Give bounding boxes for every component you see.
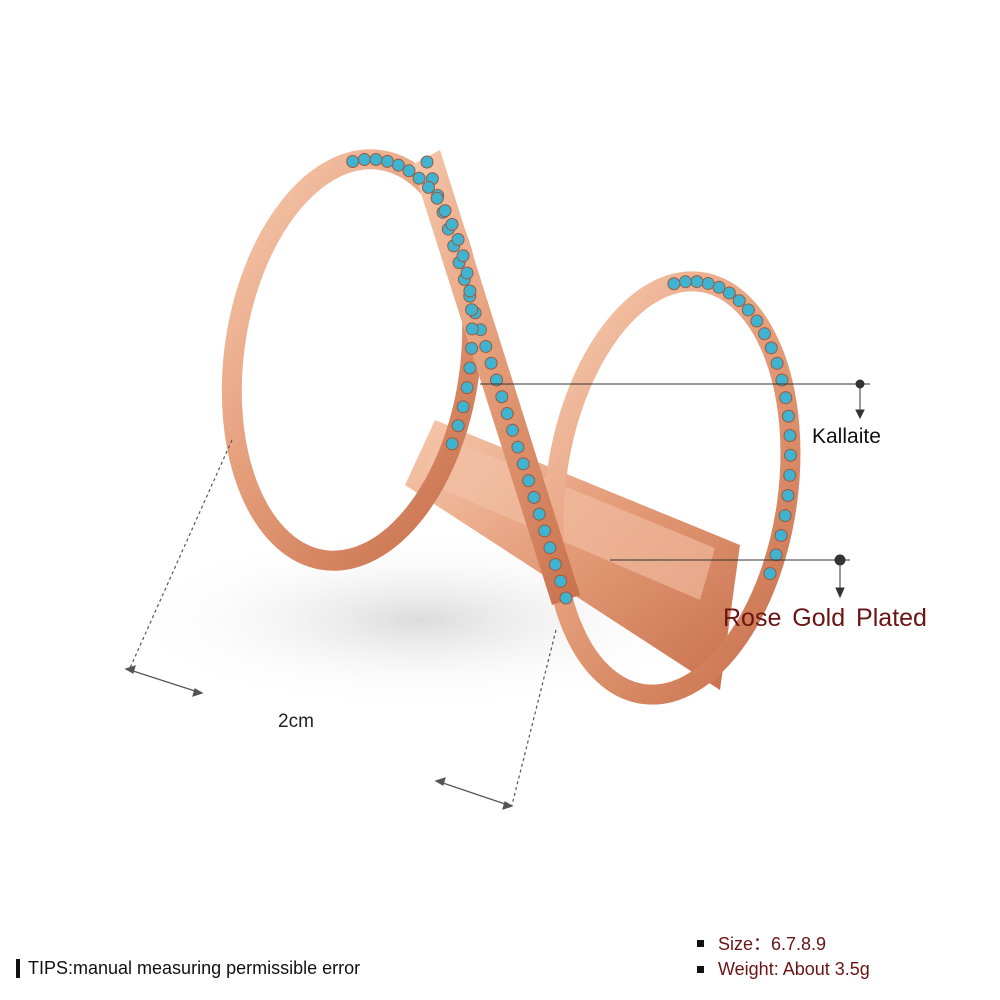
stone-dot bbox=[532, 507, 546, 521]
stone-dot bbox=[701, 276, 715, 290]
stone-dot bbox=[732, 294, 746, 308]
stone-dot bbox=[420, 155, 434, 169]
stone-dot bbox=[460, 381, 474, 395]
stone-dot bbox=[522, 474, 536, 488]
stone-dot bbox=[445, 437, 459, 451]
stone-dot bbox=[421, 180, 435, 194]
label-kallaite: Kallaite bbox=[812, 425, 881, 448]
stone-dot bbox=[778, 509, 792, 523]
stone-dot bbox=[460, 266, 474, 280]
stone-dot bbox=[438, 204, 452, 218]
stone-dot bbox=[722, 286, 736, 300]
stone-dot bbox=[346, 155, 360, 169]
stone-dot bbox=[490, 373, 503, 387]
tips-text: TIPS:manual measuring permissible error bbox=[28, 958, 361, 978]
spec-weight-text: Weight: About 3.5g bbox=[718, 959, 870, 979]
stone-dot bbox=[511, 440, 525, 454]
bullet-icon bbox=[697, 939, 704, 947]
stone-dot bbox=[775, 373, 789, 387]
stone-dot bbox=[500, 407, 514, 421]
stone-dot bbox=[763, 567, 777, 581]
stone-dot bbox=[506, 423, 520, 437]
stone-dot bbox=[769, 548, 783, 562]
stone-dot bbox=[781, 489, 795, 503]
stone-dot bbox=[764, 341, 778, 355]
stone-dot bbox=[445, 217, 459, 231]
stone-dot bbox=[543, 541, 557, 555]
stone-dot bbox=[667, 277, 681, 291]
stone-dot bbox=[463, 361, 477, 375]
stone-dot bbox=[783, 448, 797, 462]
stone-dot bbox=[391, 158, 405, 172]
stone-dot bbox=[779, 391, 793, 405]
dimension-markers bbox=[124, 439, 557, 810]
stone-dot bbox=[456, 249, 470, 263]
stone-dot bbox=[783, 429, 797, 443]
label-rose-gold-plated: Rose Gold Plated bbox=[723, 604, 927, 632]
kallaite-stones bbox=[346, 153, 797, 605]
stone-dot bbox=[712, 280, 726, 294]
stone-dot bbox=[548, 557, 562, 571]
stone-dot bbox=[690, 275, 704, 289]
stone-dot bbox=[369, 153, 383, 167]
stone-dot bbox=[559, 591, 573, 605]
stone-dot bbox=[750, 314, 764, 328]
stone-dot bbox=[495, 390, 509, 404]
stone-dot bbox=[463, 284, 477, 298]
stone-dot bbox=[456, 400, 470, 414]
stone-dot bbox=[516, 457, 530, 471]
stone-dot bbox=[484, 356, 498, 370]
spec-size-text: Size：6.7.8.9 bbox=[718, 934, 827, 954]
tips-note: TIPS:manual measuring permissible error bbox=[16, 958, 360, 979]
spec-size: Size：6.7.8.9 bbox=[697, 930, 826, 956]
stone-dot bbox=[380, 154, 394, 168]
stone-dot bbox=[741, 303, 755, 317]
stone-dot bbox=[770, 356, 784, 370]
stone-dot bbox=[538, 524, 552, 538]
stone-dot bbox=[527, 490, 541, 504]
stone-dot bbox=[412, 171, 426, 185]
stone-dot bbox=[554, 574, 568, 588]
stone-dot bbox=[402, 164, 416, 178]
stone-dot bbox=[679, 275, 693, 289]
stone-dot bbox=[465, 341, 479, 355]
stone-dot bbox=[465, 303, 479, 317]
stone-dot bbox=[758, 327, 772, 341]
stone-dot bbox=[783, 468, 797, 482]
stone-dot bbox=[781, 409, 795, 423]
stone-dot bbox=[430, 191, 444, 205]
stone-dot bbox=[357, 153, 371, 167]
stone-dot bbox=[774, 528, 788, 542]
stone-dot bbox=[479, 339, 493, 353]
dimension-label: 2cm bbox=[278, 711, 314, 732]
stone-dot bbox=[451, 232, 465, 246]
stone-dot bbox=[465, 322, 479, 336]
spec-weight: Weight: About 3.5g bbox=[697, 959, 870, 980]
bullet-icon bbox=[697, 966, 704, 973]
callout-lines bbox=[480, 379, 870, 599]
tips-bar-icon bbox=[16, 959, 20, 978]
stone-dot bbox=[451, 419, 465, 433]
